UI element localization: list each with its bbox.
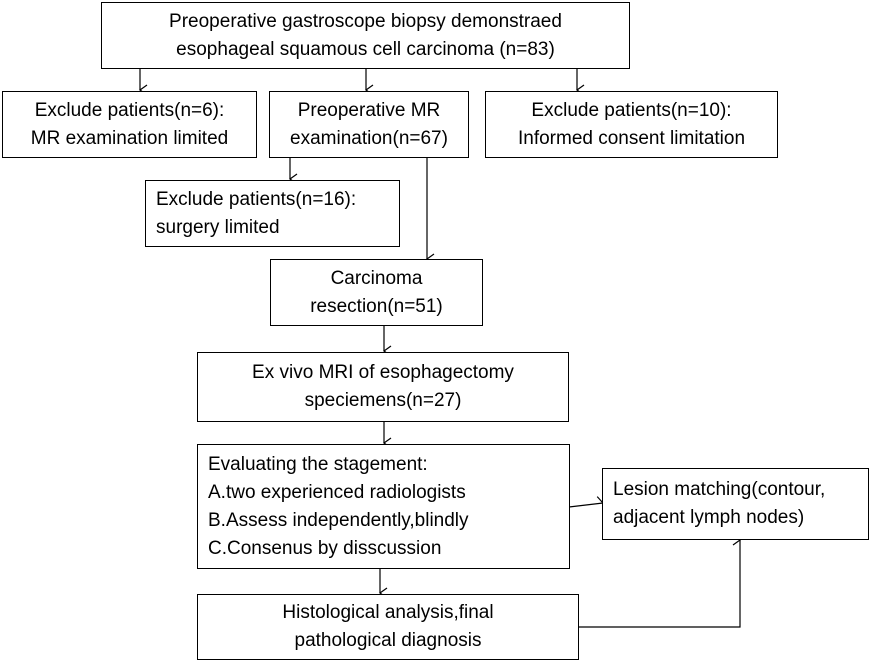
- evaluating-line-3: B.Assess independently,blindly: [208, 509, 469, 531]
- exclude-mr-line-1: Exclude patients(n=6):: [34, 99, 225, 121]
- exclude-mr-line-2: MR examination limited: [30, 127, 229, 149]
- exclude-mr-box: Exclude patients(n=6): MR examination li…: [2, 91, 257, 158]
- histology-line-2: pathological diagnosis: [294, 630, 482, 651]
- evaluating-line-4: C.Consenus by disscussion: [208, 537, 442, 559]
- lesion-line-2: adjacent lymph nodes): [613, 507, 805, 528]
- arrow-to-lesion-from-histology: [579, 534, 742, 628]
- exclude-consent-line-2: Informed consent limitation: [517, 127, 746, 149]
- histology-line-1: Histological analysis,final: [282, 602, 494, 623]
- biopsy-line-1: Preoperative gastroscope biopsy demonstr…: [169, 10, 562, 32]
- arrow-to-lesion-from-evaluating: [568, 495, 608, 508]
- biopsy-line-2: esophageal squamous cell carcinoma (n=83…: [176, 38, 555, 60]
- lesion-matching-box: Lesion matching(contour, adjacent lymph …: [602, 468, 869, 540]
- exclude-surgery-line-1: Exclude patients(n=16):: [156, 188, 357, 210]
- evaluating-line-1: Evaluating the stagement:: [208, 453, 428, 475]
- preop-mr-line-2: examination(n=67): [290, 127, 448, 149]
- biopsy-box: Preoperative gastroscope biopsy demonstr…: [101, 2, 630, 69]
- preop-mr-box: Preoperative MR examination(n=67): [269, 91, 469, 158]
- exclude-surgery-line-2: surgery limited: [156, 216, 280, 238]
- preop-mr-line-1: Preoperative MR: [297, 99, 441, 121]
- evaluating-box: Evaluating the stagement: A.two experien…: [197, 444, 570, 569]
- exclude-surgery-box: Exclude patients(n=16): surgery limited: [145, 180, 400, 247]
- exvivo-line-1: Ex vivo MRI of esophagectomy: [252, 362, 514, 383]
- exvivo-box: Ex vivo MRI of esophagectomy speciemens(…: [197, 352, 569, 422]
- resection-line-2: resection(n=51): [310, 295, 443, 317]
- lesion-line-1: Lesion matching(contour,: [613, 479, 826, 500]
- exvivo-line-2: speciemens(n=27): [304, 390, 462, 411]
- histology-box: Histological analysis,final pathological…: [197, 594, 579, 660]
- exclude-consent-line-1: Exclude patients(n=10):: [531, 99, 732, 121]
- exclude-consent-box: Exclude patients(n=10): Informed consent…: [485, 91, 778, 158]
- evaluating-line-2: A.two experienced radiologists: [208, 481, 466, 503]
- resection-box: Carcinoma resection(n=51): [270, 259, 483, 326]
- resection-line-1: Carcinoma: [330, 267, 423, 289]
